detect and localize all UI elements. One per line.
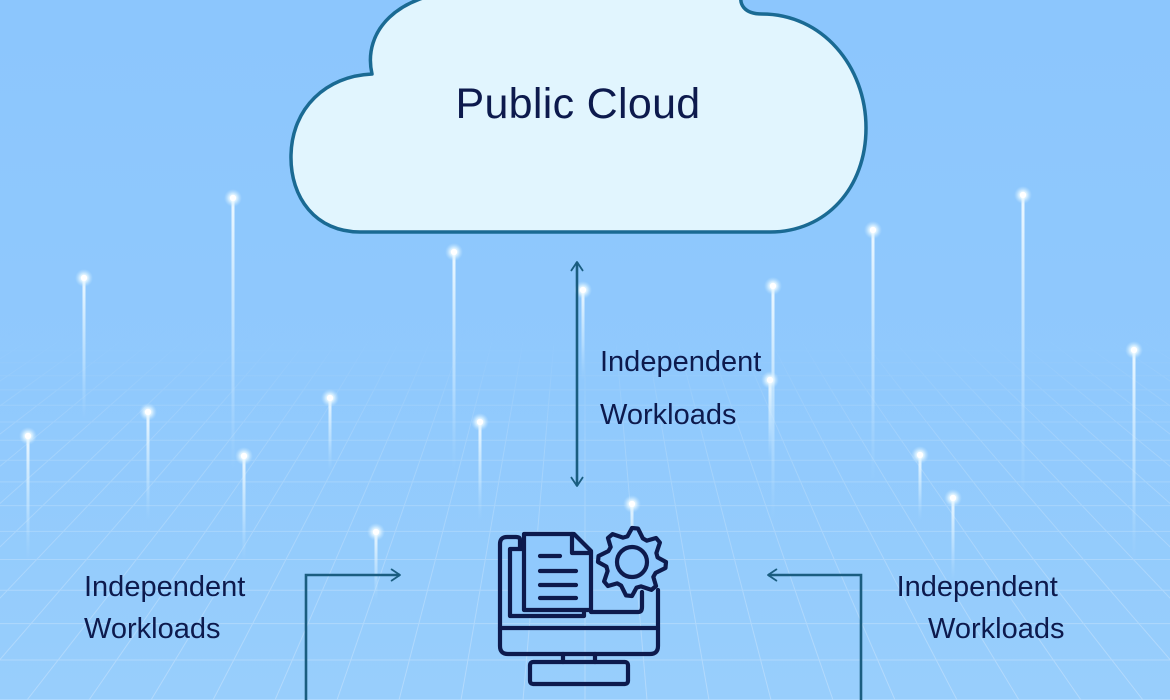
gear-icon — [595, 525, 669, 599]
light-beam — [864, 221, 882, 480]
light-beams — [19, 186, 1143, 600]
grid-line — [398, 329, 496, 700]
light-beam — [944, 489, 962, 580]
grid-line — [734, 329, 896, 700]
grid-line — [764, 329, 958, 700]
light-beam — [19, 427, 37, 560]
grid-line — [0, 329, 106, 407]
grid-floor — [0, 329, 1170, 700]
light-beam — [321, 389, 339, 470]
grid-line — [0, 329, 256, 599]
connection-label-right-line2: Workloads — [928, 613, 1065, 645]
light-beam — [1014, 186, 1032, 500]
light-beam — [367, 523, 385, 600]
grid-line — [854, 329, 1144, 700]
grid-line — [0, 329, 136, 435]
grid-line — [0, 329, 46, 360]
grid-line — [336, 329, 466, 700]
grid-line — [1124, 329, 1170, 360]
grid-line — [1004, 329, 1170, 467]
connection-label-top-line1: Independent — [600, 346, 762, 378]
grid-line — [0, 329, 166, 467]
light-beam — [764, 277, 782, 520]
grid-line — [944, 329, 1170, 548]
cloud-shape — [289, 0, 868, 234]
connection-label-right: Independent Workloads — [890, 566, 1065, 650]
connection-label-top: Independent Workloads — [600, 336, 761, 442]
grid-line — [0, 329, 226, 548]
grid-line — [704, 329, 834, 700]
grid-line — [1034, 329, 1170, 435]
grid-line — [26, 329, 316, 700]
connection-label-top-line2: Workloads — [600, 399, 737, 431]
grid-line — [974, 329, 1170, 505]
grid-line — [522, 329, 556, 700]
computer-with-document-and-gear-icon — [497, 525, 669, 687]
light-beam — [224, 189, 242, 470]
connection-label-left-line2: Workloads — [84, 613, 221, 645]
light-beam — [139, 403, 157, 520]
connection-label-left-line1: Independent — [84, 571, 246, 603]
grid-line — [0, 329, 196, 505]
grid-line — [150, 329, 376, 700]
light-beam — [471, 413, 489, 520]
light-beam — [911, 446, 929, 520]
grid-line — [914, 329, 1170, 599]
grid-line — [884, 329, 1170, 661]
grid-line — [1064, 329, 1170, 407]
grid-line — [794, 329, 1020, 700]
connection-label-left: Independent Workloads — [84, 566, 245, 650]
grid-line — [674, 329, 772, 700]
light-beam — [445, 243, 463, 470]
light-beam — [75, 269, 93, 420]
light-beam — [235, 447, 253, 560]
light-beam — [761, 371, 779, 460]
grid-line — [460, 329, 526, 700]
grid-line — [88, 329, 346, 700]
cloud-title: Public Cloud — [455, 80, 701, 128]
grid-line — [274, 329, 436, 700]
arrow-left-elbow — [304, 568, 401, 700]
light-beam — [1125, 341, 1143, 560]
connection-label-right-line1: Independent — [896, 571, 1058, 603]
gear-hub — [614, 544, 650, 580]
grid-line — [644, 329, 710, 700]
arrow-right-elbow — [767, 568, 863, 700]
grid-line — [212, 329, 406, 700]
